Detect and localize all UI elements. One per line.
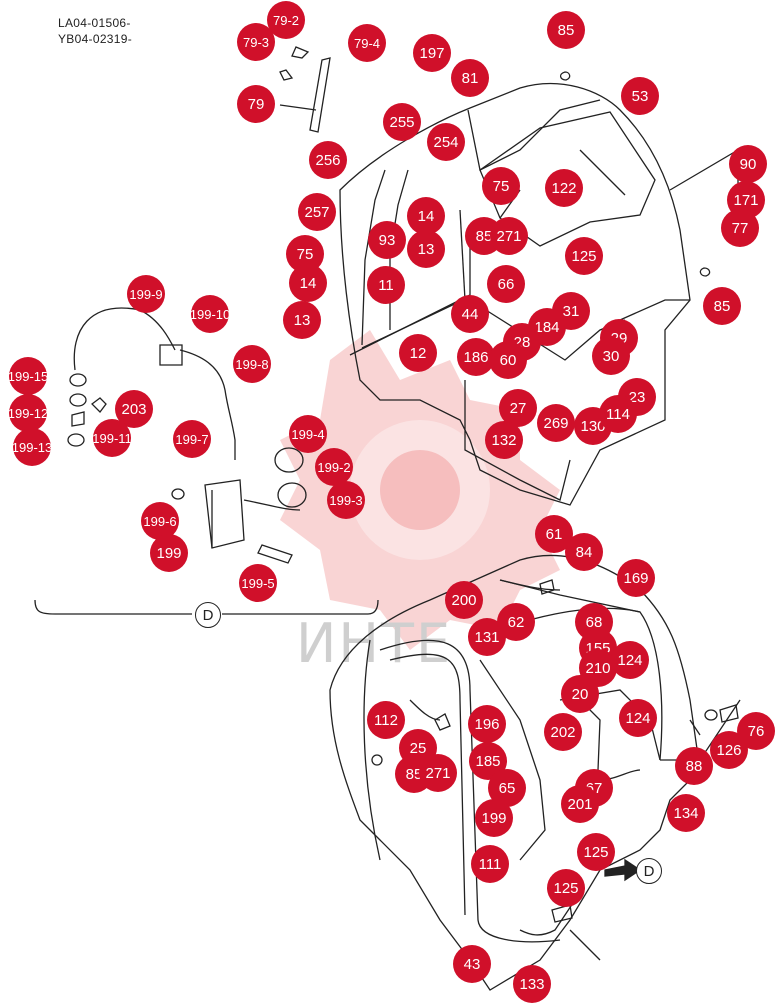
drawing-code-1: LA04-01506- bbox=[58, 16, 131, 30]
part-callout: 30 bbox=[592, 337, 630, 375]
part-callout: 13 bbox=[407, 230, 445, 268]
part-callout: 12 bbox=[399, 334, 437, 372]
part-callout: 199-6 bbox=[141, 502, 179, 540]
part-callout: 27 bbox=[499, 389, 537, 427]
part-callout: 85 bbox=[547, 11, 585, 49]
part-callout: 93 bbox=[368, 221, 406, 259]
part-callout: 271 bbox=[419, 754, 457, 792]
part-callout: 125 bbox=[577, 833, 615, 871]
part-callout: 199-13 bbox=[13, 428, 51, 466]
part-callout: 133 bbox=[513, 965, 551, 1003]
part-callout: 60 bbox=[489, 341, 527, 379]
part-callout: 199 bbox=[150, 534, 188, 572]
part-callout: 13 bbox=[283, 301, 321, 339]
part-callout: 84 bbox=[565, 533, 603, 571]
part-callout: 199-3 bbox=[327, 481, 365, 519]
part-callout: 197 bbox=[413, 34, 451, 72]
part-callout: 79-4 bbox=[348, 24, 386, 62]
part-callout: 81 bbox=[451, 59, 489, 97]
part-callout: 199-11 bbox=[93, 419, 131, 457]
part-callout: 112 bbox=[367, 701, 405, 739]
part-callout: 11 bbox=[367, 266, 405, 304]
part-callout: 124 bbox=[611, 641, 649, 679]
watermark-text: ИНТЕ bbox=[296, 612, 453, 675]
part-callout: 43 bbox=[453, 945, 491, 983]
part-callout: 199-8 bbox=[233, 345, 271, 383]
part-callout: 202 bbox=[544, 713, 582, 751]
part-callout: 257 bbox=[298, 193, 336, 231]
part-callout: 199-15 bbox=[9, 357, 47, 395]
part-callout: 199-5 bbox=[239, 564, 277, 602]
part-callout: 254 bbox=[427, 123, 465, 161]
part-callout: 114 bbox=[599, 395, 637, 433]
part-callout: 199-10 bbox=[191, 295, 229, 333]
part-callout: 132 bbox=[485, 421, 523, 459]
part-callout: 85 bbox=[703, 287, 741, 325]
part-callout: 124 bbox=[619, 699, 657, 737]
part-callout: 14 bbox=[289, 264, 327, 302]
part-callout: 88 bbox=[675, 747, 713, 785]
part-callout: 79-3 bbox=[237, 23, 275, 61]
part-callout: 271 bbox=[490, 217, 528, 255]
part-callout: 53 bbox=[621, 77, 659, 115]
part-callout: 125 bbox=[565, 237, 603, 275]
part-callout: 256 bbox=[309, 141, 347, 179]
view-d-arrow-label: D bbox=[636, 858, 662, 884]
part-callout: 75 bbox=[482, 167, 520, 205]
part-callout: 111 bbox=[471, 845, 509, 883]
part-callout: 186 bbox=[457, 338, 495, 376]
part-callout: 199-2 bbox=[315, 448, 353, 486]
part-callout: 20 bbox=[561, 675, 599, 713]
part-callout: 199-4 bbox=[289, 415, 327, 453]
part-callout: 199 bbox=[475, 799, 513, 837]
part-callout: 201 bbox=[561, 785, 599, 823]
part-callout: 77 bbox=[721, 209, 759, 247]
part-callout: 199-7 bbox=[173, 420, 211, 458]
part-callout: 169 bbox=[617, 559, 655, 597]
part-callout: 126 bbox=[710, 731, 748, 769]
part-callout: 196 bbox=[468, 705, 506, 743]
part-callout: 134 bbox=[667, 794, 705, 832]
part-callout: 125 bbox=[547, 869, 585, 907]
part-callout: 79-2 bbox=[267, 1, 305, 39]
view-d-label: D bbox=[195, 602, 221, 628]
part-callout: 90 bbox=[729, 145, 767, 183]
part-callout: 269 bbox=[537, 404, 575, 442]
drawing-code-2: YB04-02319- bbox=[58, 32, 133, 46]
part-callout: 79 bbox=[237, 85, 275, 123]
part-callout: 14 bbox=[407, 197, 445, 235]
part-callout: 199-12 bbox=[9, 394, 47, 432]
part-callout: 122 bbox=[545, 169, 583, 207]
part-callout: 255 bbox=[383, 103, 421, 141]
part-callout: 199-9 bbox=[127, 275, 165, 313]
part-callout: 66 bbox=[487, 265, 525, 303]
part-callout: 44 bbox=[451, 295, 489, 333]
part-callout: 200 bbox=[445, 581, 483, 619]
part-callout: 131 bbox=[468, 618, 506, 656]
